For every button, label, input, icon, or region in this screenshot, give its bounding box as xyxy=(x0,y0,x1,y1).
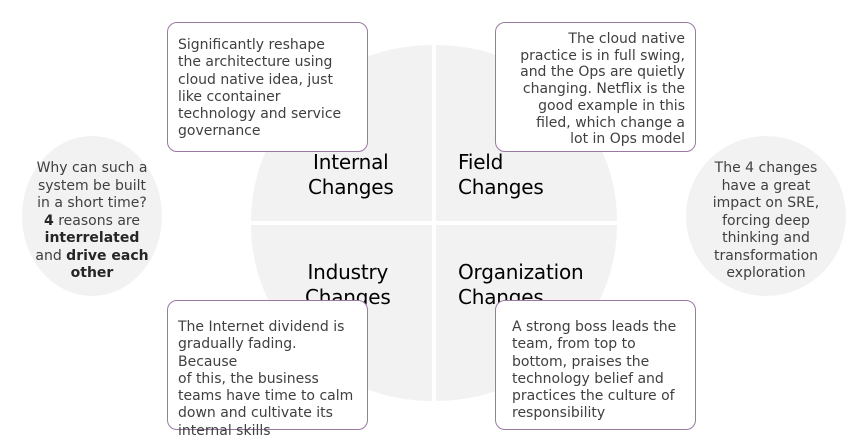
industry-changes-title: Industry Changes xyxy=(305,260,391,309)
left-note-other: other xyxy=(70,265,114,281)
box-strong-boss: A strong boss leads the team, from top t… xyxy=(495,300,696,430)
left-note-text: Why can such a system be built in a shor… xyxy=(24,160,160,283)
right-note-circle xyxy=(686,136,846,296)
left-note-and: and xyxy=(35,247,67,264)
box-cloud-native-ops: The cloud native practice is in full swi… xyxy=(495,22,696,152)
left-note-line3: in a short time? xyxy=(37,195,147,211)
left-note-number: 4 xyxy=(44,212,54,229)
left-note-line7: other xyxy=(24,265,160,283)
left-note-line2: system be built xyxy=(37,177,147,194)
left-note-drive: drive each xyxy=(66,247,149,264)
left-note-line6: and drive each xyxy=(24,248,160,266)
box-internet-dividend: The Internet dividend is gradually fadin… xyxy=(167,300,368,439)
field-changes-title: Field Changes xyxy=(458,150,544,199)
left-note-reasons: reasons are xyxy=(53,212,140,229)
left-note-line4: 4 reasons are xyxy=(24,213,160,231)
internal-changes-title: Internal Changes xyxy=(308,150,394,199)
box-architecture: Significantly reshape the architecture u… xyxy=(167,22,368,152)
left-note-line5: interrelated xyxy=(24,230,160,248)
left-note-interrelated: interrelated xyxy=(44,230,140,246)
right-note-text: The 4 changes have a great impact on SRE… xyxy=(712,160,820,281)
left-note-line1: Why can such a xyxy=(36,160,148,176)
left-note-circle xyxy=(22,136,162,296)
